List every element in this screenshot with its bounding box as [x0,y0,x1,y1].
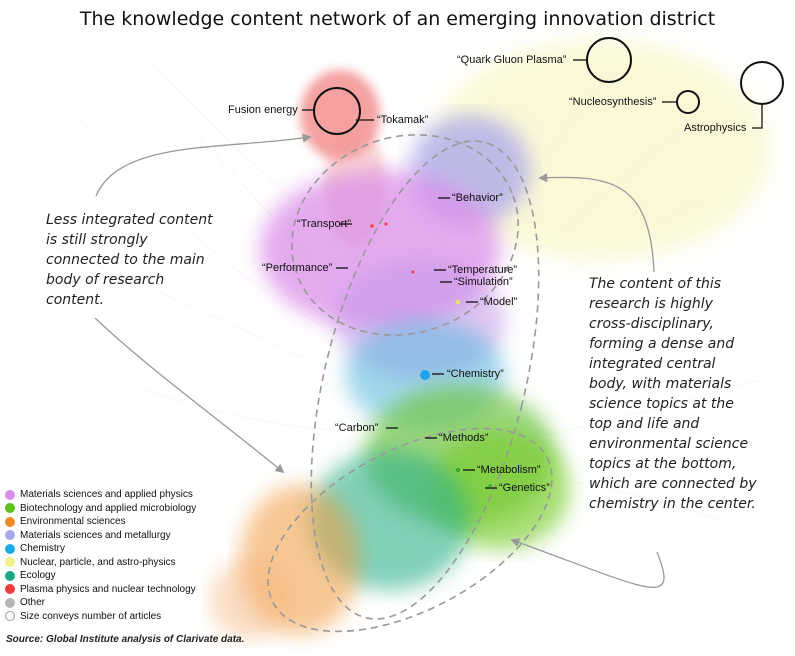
fusion-energy-circle [313,87,361,135]
label-quark-gluon-plasma: “Quark Gluon Plasma” [457,54,567,66]
label-methods: “Methods” [439,432,489,444]
legend-swatch [5,557,15,568]
label-simulation: “Simulation” [454,276,513,288]
label-performance: “Performance” [262,262,333,274]
legend-item: Size conveys number of articles [5,610,196,624]
environmental-tail [210,560,290,640]
arrow-to-life-sciences [510,538,665,589]
label-chemistry: “Chemistry” [447,368,504,380]
label-astrophysics: Astrophysics [684,122,747,134]
label-fusion-energy: Fusion energy [228,104,298,116]
metabolism-node [455,467,461,473]
legend-item: Nuclear, particle, and astro-physics [5,556,196,570]
legend-item: Plasma physics and nuclear technology [5,583,196,597]
legend-swatch [5,530,15,541]
legend-swatch [5,611,15,622]
annotation-arrows [94,133,665,589]
legend-label: Size conveys number of articles [20,610,162,622]
legend-item: Chemistry [5,542,196,556]
legend-label: Materials sciences and applied physics [20,489,193,501]
legend-swatch [5,570,15,581]
temperature-node [411,270,415,274]
transport-node [370,224,374,228]
legend-swatch [5,597,15,608]
left-annotation: Less integrated content is still strongl… [46,212,213,308]
legend-label: Nuclear, particle, and astro-physics [20,556,176,568]
quark-gluon-circle [586,37,632,83]
arrow-to-fusion [95,133,312,197]
legend-label: Plasma physics and nuclear technology [20,583,196,595]
label-metabolism: “Metabolism” [477,464,541,476]
legend-item: Biotechnology and applied microbiology [5,502,196,516]
leader-lines [302,59,763,489]
legend-label: Environmental sciences [20,516,126,528]
astrophysics-circle [740,61,784,105]
legend-swatch [5,489,15,500]
label-model: “Model” [480,296,518,308]
label-nucleosynthesis: “Nucleosynthesis” [569,96,657,108]
label-carbon: “Carbon” [335,422,379,434]
arrow-to-materials [538,173,655,273]
legend-swatch [5,543,15,554]
legend-label: Ecology [20,570,56,582]
legend-label: Other [20,597,46,609]
transport-node-2 [384,222,388,226]
life-sciences-outline [267,427,553,633]
label-behavior: “Behavior” [452,192,503,204]
legend-item: Ecology [5,569,196,583]
genetics-node [488,484,492,488]
legend-item: Materials sciences and metallurgy [5,529,196,543]
model-node [455,299,461,305]
label-temperature: “Temperature” [448,264,518,276]
arrow-to-environmental [94,317,285,474]
legend-item: Other [5,596,196,610]
label-tokamak: “Tokamak” [377,114,429,126]
legend-label: Chemistry [20,543,66,555]
legend-label: Materials sciences and metallurgy [20,529,171,541]
right-annotation: The content of this research is highly c… [589,276,757,512]
legend-label: Biotechnology and applied microbiology [20,502,197,514]
chart-title: The knowledge content network of an emer… [79,8,716,30]
legend-item: Environmental sciences [5,515,196,529]
label-transport: “Transport” [297,218,351,230]
chemistry-node [420,370,430,380]
cluster-blobs [210,40,770,640]
legend-swatch [5,516,15,527]
legend-swatch [5,584,15,595]
legend-item: Materials sciences and applied physics [5,488,196,502]
label-genetics: “Genetics” [499,482,550,494]
nucleosynthesis-circle [676,90,700,114]
legend-swatch [5,503,15,514]
central-body-outline [310,140,540,620]
source-note: Source: Global Institute analysis of Cla… [6,634,245,645]
key-nodes [370,222,492,488]
